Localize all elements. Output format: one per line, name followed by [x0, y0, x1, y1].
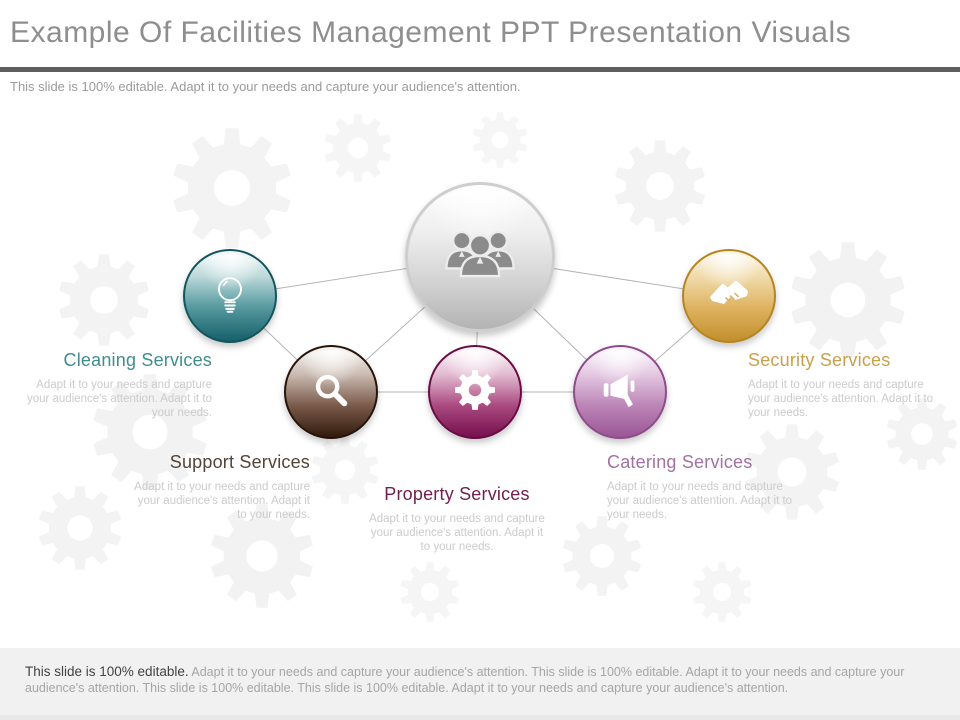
footer-rest-text: Adapt it to your needs and capture your …	[25, 665, 905, 695]
title-divider	[0, 67, 960, 72]
service-name: Catering Services	[607, 452, 753, 472]
support-services-label: Support Services Adapt it to your needs …	[125, 452, 310, 522]
security-services-label: Security Services Adapt it to your needs…	[748, 350, 938, 420]
subtitle-text: This slide is 100% editable. Adapt it to…	[10, 79, 521, 94]
footer-lead-text: This slide is 100% editable.	[25, 664, 189, 679]
service-description: Adapt it to your needs and capture your …	[369, 513, 545, 553]
service-description: Adapt it to your needs and capture your …	[134, 481, 310, 521]
lightbulb-icon	[207, 271, 253, 322]
service-description: Adapt it to your needs and capture your …	[26, 379, 212, 419]
catering-services-node	[573, 345, 667, 439]
footer-bar: This slide is 100% editable. Adapt it to…	[0, 648, 960, 720]
security-services-node	[682, 249, 776, 343]
support-services-node	[284, 345, 378, 439]
magnifier-icon	[308, 367, 354, 418]
gear-icon	[452, 367, 498, 418]
team-icon	[434, 220, 526, 295]
service-name: Security Services	[748, 350, 891, 370]
central-team-node	[405, 182, 555, 332]
megaphone-icon	[597, 367, 643, 418]
footer-text: This slide is 100% editable. Adapt it to…	[25, 664, 935, 696]
handshake-icon	[705, 270, 753, 323]
catering-services-label: Catering Services Adapt it to your needs…	[607, 452, 797, 522]
page-title: Example Of Facilities Management PPT Pre…	[10, 16, 852, 49]
service-name: Property Services	[384, 484, 530, 504]
service-name: Support Services	[169, 452, 310, 472]
cleaning-services-label: Cleaning Services Adapt it to your needs…	[17, 350, 212, 420]
property-services-node	[428, 345, 522, 439]
cleaning-services-node	[183, 249, 277, 343]
service-name: Cleaning Services	[63, 350, 212, 370]
service-description: Adapt it to your needs and capture your …	[748, 379, 934, 419]
property-services-label: Property Services Adapt it to your needs…	[367, 484, 547, 554]
service-description: Adapt it to your needs and capture your …	[607, 481, 793, 521]
